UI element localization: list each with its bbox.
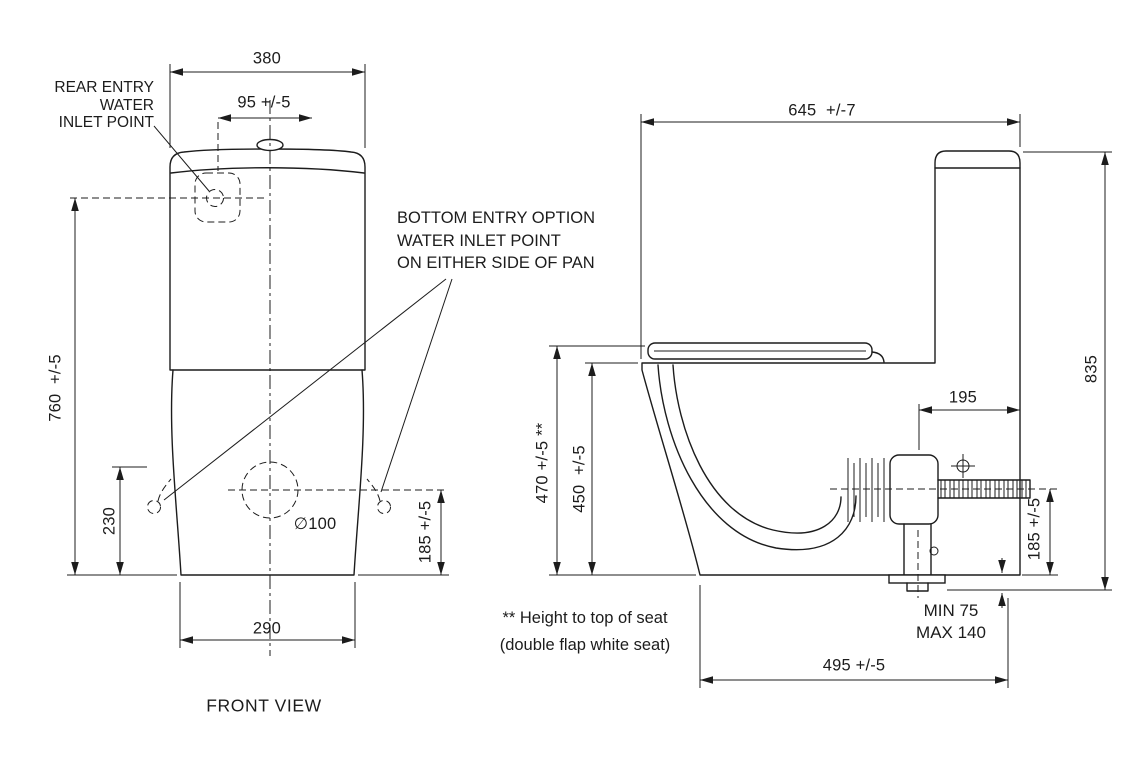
dim-645: 645 +/-7: [788, 101, 856, 120]
fixing-hole: [929, 546, 939, 556]
floor-flange: [888, 574, 946, 584]
rear-entry-label: REAR ENTRY WATER INLET POINT: [54, 79, 154, 131]
pan-profile: [641, 150, 1021, 576]
rear-inlet-hole: [206, 189, 224, 207]
dim-380: 380: [252, 49, 282, 68]
bottom-entry-leader-left: [163, 278, 447, 501]
cistern-outline: [169, 148, 366, 371]
dim-outlet-diameter: ∅100: [293, 515, 337, 533]
front-view-drawing: [67, 64, 453, 656]
dim-185-side: 185 +/-5: [1025, 497, 1044, 561]
dim-470: 470 +/-5 **: [533, 422, 552, 504]
flex-connector: [847, 458, 891, 522]
front-view-caption: FRONT VIEW: [206, 695, 322, 716]
dim-495: 495 +/-5: [822, 656, 886, 675]
dim-835: 835: [1082, 354, 1101, 384]
seat-hinge: [871, 351, 885, 363]
bowl-inner: [672, 364, 842, 534]
side-view-drawing: [549, 114, 1112, 688]
bottom-entry-leader-right: [380, 278, 453, 493]
dim-185-front: 185 +/-5: [416, 500, 435, 564]
rear-inlet-zone: [194, 172, 241, 223]
dim-230: 230: [100, 506, 119, 536]
seat-height-footnote: ** Height to top of seat (double flap wh…: [499, 609, 671, 654]
dim-95: 95 +/-5: [237, 93, 291, 112]
pan-outline: [170, 369, 365, 576]
dim-760: 760 +/-5: [46, 354, 65, 422]
bottom-entry-label: BOTTOM ENTRY OPTION WATER INLET POINT ON…: [397, 209, 596, 272]
inlet-center-marker: [951, 454, 975, 478]
bottom-entry-left: [147, 500, 161, 514]
dim-290: 290: [252, 619, 282, 638]
dim-450: 450 +/-5: [570, 445, 589, 513]
dim-pipe-adjust: MIN 75 MAX 140: [916, 601, 986, 642]
dim-195: 195: [948, 388, 978, 407]
bowl-outer: [657, 364, 857, 551]
rear-entry-leader: [153, 125, 210, 192]
cistern-lid-seam: [170, 167, 365, 174]
vertical-pipe: [903, 523, 932, 576]
bottom-entry-right: [377, 500, 391, 514]
